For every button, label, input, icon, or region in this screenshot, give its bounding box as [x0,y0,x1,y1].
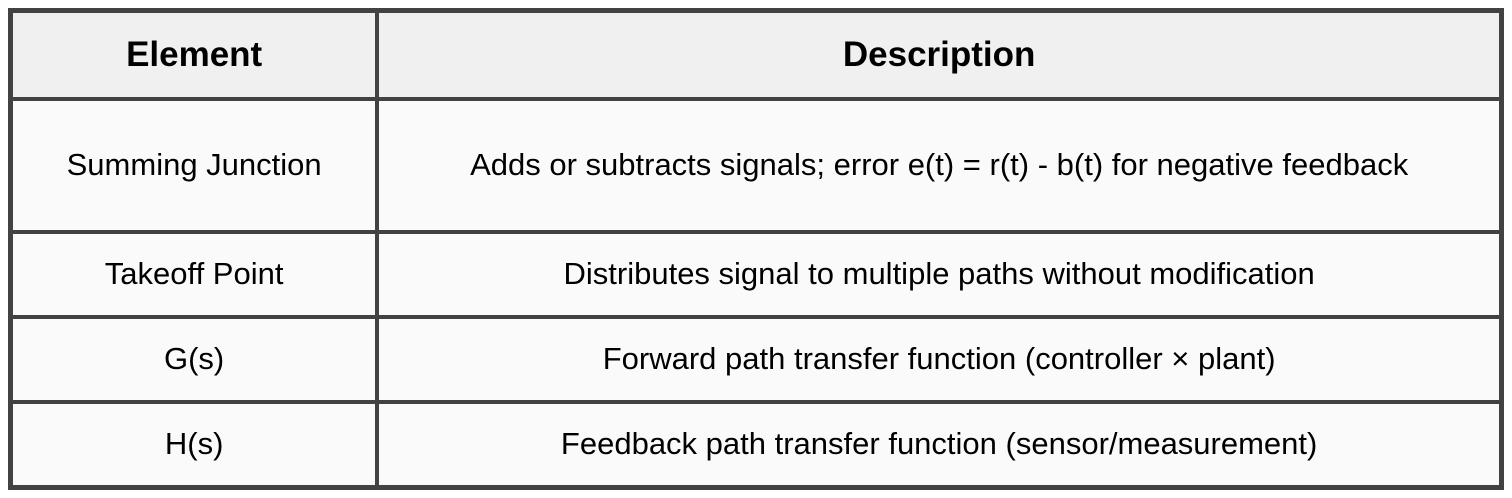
table-header: Element Description [8,8,1504,101]
cell-element: H(s) [8,400,380,490]
cell-element: Takeoff Point [8,229,380,319]
table-row: H(s) Feedback path transfer function (se… [8,400,1504,490]
cell-description: Forward path transfer function (controll… [375,314,1504,405]
cell-element: G(s) [8,314,380,405]
table-row: Takeoff Point Distributes signal to mult… [8,229,1504,319]
table-row: Summing Junction Adds or subtracts signa… [8,96,1504,234]
cell-description: Distributes signal to multiple paths wit… [375,229,1504,319]
cell-description: Feedback path transfer function (sensor/… [375,400,1504,490]
cell-element: Summing Junction [8,96,380,234]
block-diagram-elements-table: Element Description Summing Junction Add… [8,8,1504,490]
table-row: G(s) Forward path transfer function (con… [8,314,1504,405]
table-body: Summing Junction Adds or subtracts signa… [8,96,1504,490]
column-header-element: Element [8,8,380,101]
header-row: Element Description [8,8,1504,101]
cell-description: Adds or subtracts signals; error e(t) = … [375,96,1504,234]
column-header-description: Description [375,8,1504,101]
